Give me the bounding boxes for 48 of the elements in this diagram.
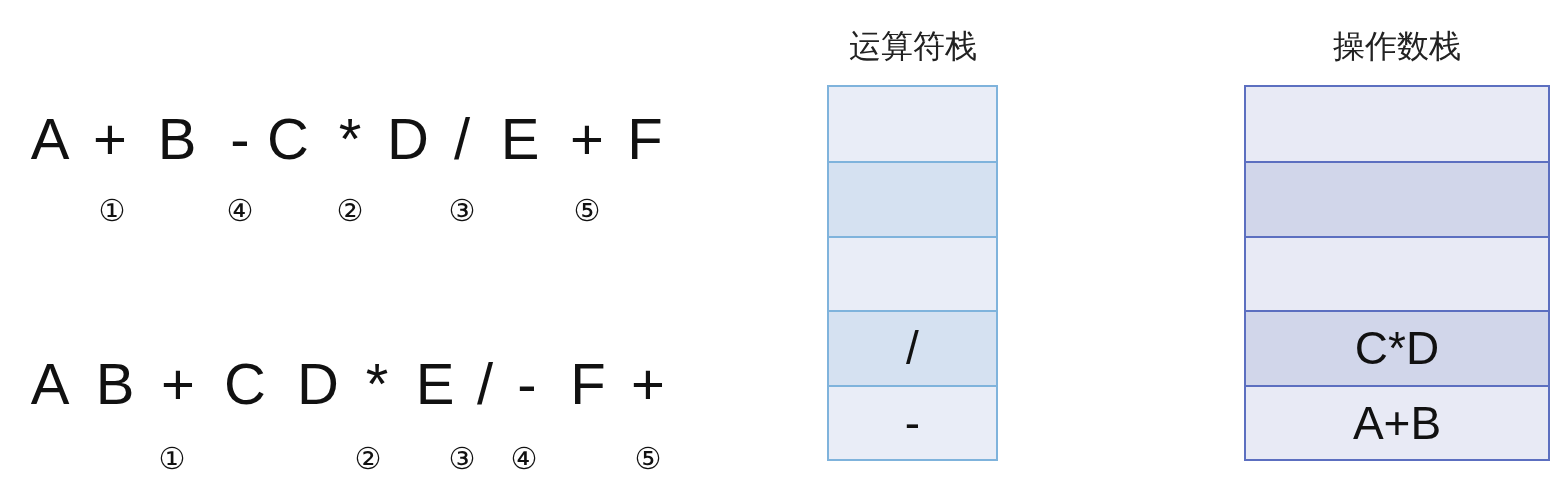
step-number: ④: [510, 440, 538, 476]
empty-stack-cell: [829, 161, 996, 236]
step-number: ⑤: [573, 192, 601, 228]
step-number: ③: [448, 440, 476, 476]
expression-token: F: [570, 349, 606, 417]
expression-token: E: [415, 349, 455, 417]
stack-title: 操作数栈: [1332, 26, 1462, 67]
expression-token: E: [500, 104, 540, 172]
stack-item: A+B: [1352, 395, 1442, 450]
expression-token: A: [30, 349, 70, 417]
empty-stack-cell: [829, 87, 996, 162]
step-number: ①: [158, 440, 186, 476]
expression-token: +: [631, 349, 665, 417]
expression-token: D: [297, 349, 339, 417]
expression-token: -: [230, 104, 250, 172]
step-number: ④: [226, 192, 254, 228]
empty-stack-cell: [1246, 87, 1548, 162]
stack-title: 运算符栈: [847, 26, 978, 67]
stack-cell: [829, 310, 996, 385]
expression-token: *: [365, 349, 389, 417]
step-number: ③: [448, 192, 476, 228]
stack-item: -: [904, 395, 921, 450]
expression-token: /: [476, 349, 494, 417]
stack-item: /: [906, 321, 919, 376]
step-number: ⑤: [634, 440, 662, 476]
empty-stack-cell: [1246, 161, 1548, 236]
step-number: ②: [354, 440, 382, 476]
stack-cell: [1246, 310, 1548, 385]
expression-token: A: [30, 104, 70, 172]
stack-item: C*D: [1354, 321, 1440, 376]
empty-stack-cell: [1246, 235, 1548, 311]
stack-cell: [829, 384, 996, 459]
expression-token: *: [338, 104, 362, 172]
step-number: ①: [98, 192, 126, 228]
empty-stack-cell: [829, 235, 996, 311]
expression-token: C: [224, 349, 266, 417]
expression-token: +: [93, 104, 127, 172]
stack-cell: [1246, 384, 1548, 459]
expression-token: B: [157, 104, 197, 172]
expression-token: C: [267, 104, 309, 172]
step-number: ②: [336, 192, 364, 228]
expression-token: -: [517, 349, 537, 417]
expression-token: +: [570, 104, 604, 172]
expression-token: B: [95, 349, 135, 417]
expression-token: /: [453, 104, 471, 172]
expression-token: F: [627, 104, 663, 172]
expression-token: +: [161, 349, 195, 417]
expression-token: D: [387, 104, 429, 172]
